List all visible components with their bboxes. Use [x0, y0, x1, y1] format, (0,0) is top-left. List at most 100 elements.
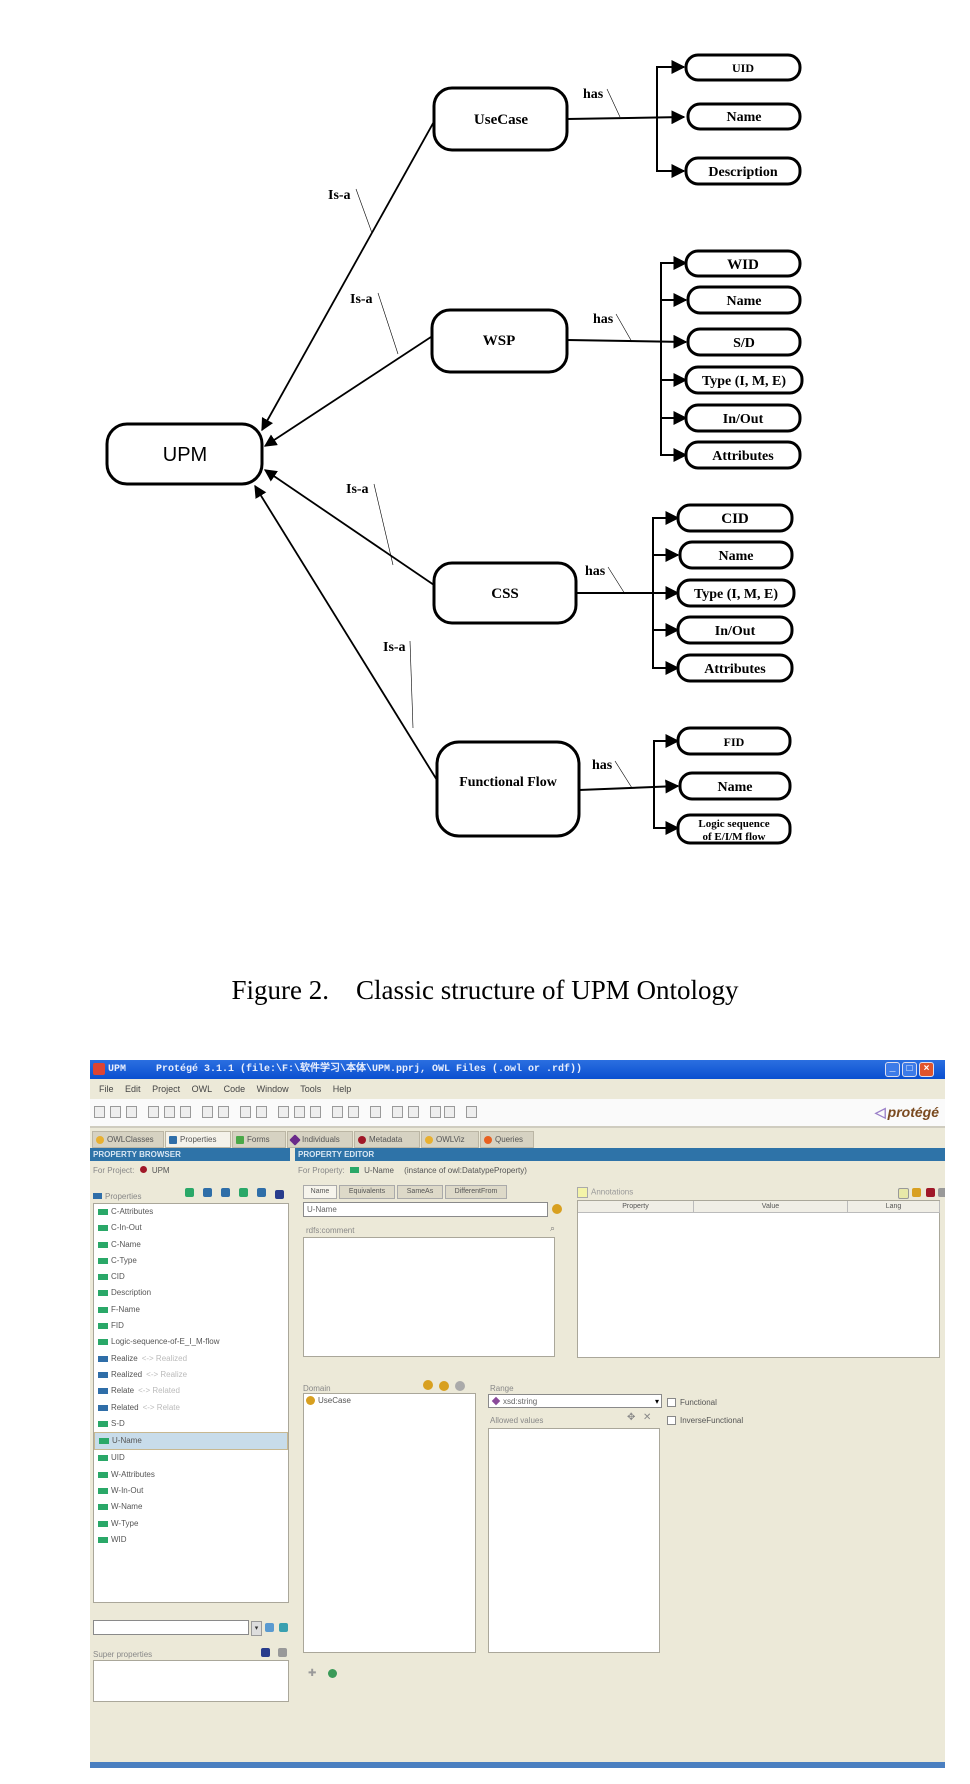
- undo-icon[interactable]: [240, 1106, 251, 1118]
- property-item[interactable]: C-In-Out: [94, 1220, 288, 1236]
- add-value-icon[interactable]: ✥: [627, 1412, 636, 1423]
- property-item[interactable]: Realize<-> Realized: [94, 1351, 288, 1367]
- menu-edit[interactable]: Edit: [125, 1084, 141, 1094]
- col-value[interactable]: Value: [694, 1201, 848, 1213]
- subtab-sameas[interactable]: SameAs: [397, 1185, 443, 1199]
- tab-owlviz[interactable]: OWLViz: [421, 1131, 479, 1148]
- property-item[interactable]: W-Type: [94, 1516, 288, 1532]
- property-item[interactable]: W-Name: [94, 1499, 288, 1515]
- tab-properties[interactable]: Properties: [165, 1131, 231, 1148]
- forward-icon[interactable]: [444, 1106, 455, 1118]
- tool-icon-4[interactable]: [332, 1106, 343, 1118]
- menu-file[interactable]: File: [99, 1084, 114, 1094]
- create-annotation-property-icon[interactable]: [239, 1188, 248, 1197]
- expand-icon[interactable]: [279, 1623, 288, 1632]
- open-icon[interactable]: [110, 1106, 121, 1118]
- save-icon[interactable]: [126, 1106, 137, 1118]
- functional-checkbox[interactable]: [667, 1398, 676, 1407]
- menu-window[interactable]: Window: [256, 1084, 289, 1094]
- comment-textarea[interactable]: [303, 1237, 555, 1357]
- property-item[interactable]: FID: [94, 1318, 288, 1334]
- search-input[interactable]: [93, 1620, 249, 1635]
- lang-icon[interactable]: [552, 1204, 562, 1214]
- delete-property-icon[interactable]: [257, 1188, 266, 1197]
- export-icon[interactable]: [218, 1106, 229, 1118]
- subtab-name[interactable]: Name: [303, 1185, 337, 1199]
- tool-icon-6[interactable]: [370, 1106, 381, 1118]
- property-item[interactable]: UID: [94, 1450, 288, 1466]
- col-property[interactable]: Property: [578, 1201, 694, 1213]
- add-restriction-icon[interactable]: ✚: [308, 1668, 317, 1679]
- paste-icon[interactable]: [180, 1106, 191, 1118]
- property-item[interactable]: S-D: [94, 1416, 288, 1432]
- import-icon[interactable]: [202, 1106, 213, 1118]
- create-object-property-icon[interactable]: [203, 1188, 212, 1197]
- subtab-equivalents[interactable]: Equivalents: [339, 1185, 395, 1199]
- property-item[interactable]: Realized<-> Realize: [94, 1367, 288, 1383]
- maximize-button[interactable]: □: [902, 1062, 917, 1077]
- object-property-icon: [98, 1371, 108, 1378]
- cut-icon[interactable]: [148, 1106, 159, 1118]
- create-datatype-property-icon[interactable]: [185, 1188, 194, 1197]
- menu-code[interactable]: Code: [223, 1084, 246, 1094]
- search-dropdown-button[interactable]: ▾: [251, 1621, 262, 1636]
- property-item[interactable]: Related<-> Relate: [94, 1400, 288, 1416]
- property-item[interactable]: W-Attributes: [94, 1467, 288, 1483]
- tool-icon-7[interactable]: [392, 1106, 403, 1118]
- property-item[interactable]: C-Type: [94, 1253, 288, 1269]
- menu-owl[interactable]: OWL: [191, 1084, 213, 1094]
- redo-icon[interactable]: [256, 1106, 267, 1118]
- property-item[interactable]: C-Name: [94, 1237, 288, 1253]
- add-annotation-icon[interactable]: [898, 1188, 909, 1199]
- delete-value-icon[interactable]: ✕: [643, 1412, 652, 1423]
- run-icon[interactable]: [328, 1669, 337, 1678]
- tool-icon-1[interactable]: [278, 1106, 289, 1118]
- property-item[interactable]: C-Attributes: [94, 1204, 288, 1220]
- name-input[interactable]: U-Name: [303, 1202, 548, 1217]
- add-domain-class-icon[interactable]: [439, 1381, 449, 1391]
- search-icon[interactable]: [265, 1623, 274, 1632]
- property-label: F-Name: [111, 1304, 140, 1314]
- copy-icon[interactable]: [164, 1106, 175, 1118]
- tool-icon-3[interactable]: [310, 1106, 321, 1118]
- tool-icon-5[interactable]: [348, 1106, 359, 1118]
- property-item[interactable]: WID: [94, 1532, 288, 1548]
- remove-domain-icon[interactable]: [455, 1381, 465, 1391]
- menu-project[interactable]: Project: [152, 1084, 181, 1094]
- property-item[interactable]: F-Name: [94, 1302, 288, 1318]
- property-item[interactable]: Logic-sequence-of-E_I_M-flow: [94, 1334, 288, 1350]
- create-subproperty-icon[interactable]: [221, 1188, 230, 1197]
- delete-annotation-icon[interactable]: [926, 1188, 935, 1197]
- property-item[interactable]: CID: [94, 1269, 288, 1285]
- tool-icon-2[interactable]: [294, 1106, 305, 1118]
- tab-metadata[interactable]: Metadata: [354, 1131, 420, 1148]
- comment-search-icon[interactable]: ⌕: [550, 1223, 556, 1233]
- inverse-functional-checkbox[interactable]: [667, 1416, 676, 1425]
- domain-item[interactable]: UseCase: [304, 1394, 475, 1408]
- tab-queries[interactable]: Queries: [480, 1131, 534, 1148]
- edit-annotation-icon[interactable]: [912, 1188, 921, 1197]
- menu-tools[interactable]: Tools: [300, 1084, 322, 1094]
- tab-forms[interactable]: Forms: [232, 1131, 286, 1148]
- subtab-differentfrom[interactable]: DifferentFrom: [445, 1185, 507, 1199]
- annotation-view-icon[interactable]: [938, 1188, 945, 1197]
- close-button[interactable]: ×: [919, 1062, 934, 1077]
- property-item[interactable]: W-In-Out: [94, 1483, 288, 1499]
- view-icon[interactable]: [275, 1190, 284, 1199]
- range-select[interactable]: xsd:string ▾: [488, 1394, 662, 1408]
- tab-owlclasses[interactable]: OWLClasses: [92, 1131, 164, 1148]
- tab-individuals[interactable]: Individuals: [287, 1131, 353, 1148]
- col-lang[interactable]: Lang: [848, 1201, 940, 1213]
- remove-superproperty-icon[interactable]: [278, 1648, 287, 1657]
- minimize-button[interactable]: _: [885, 1062, 900, 1077]
- new-icon[interactable]: [94, 1106, 105, 1118]
- property-item[interactable]: U-Name: [94, 1432, 288, 1451]
- tool-icon-8[interactable]: [408, 1106, 419, 1118]
- menu-help[interactable]: Help: [332, 1084, 352, 1094]
- property-item[interactable]: Relate<-> Related: [94, 1383, 288, 1399]
- back-icon[interactable]: [430, 1106, 441, 1118]
- add-superproperty-icon[interactable]: [261, 1648, 270, 1657]
- property-item[interactable]: Description: [94, 1285, 288, 1301]
- pencil-icon[interactable]: [466, 1106, 477, 1118]
- add-domain-icon[interactable]: [423, 1380, 433, 1390]
